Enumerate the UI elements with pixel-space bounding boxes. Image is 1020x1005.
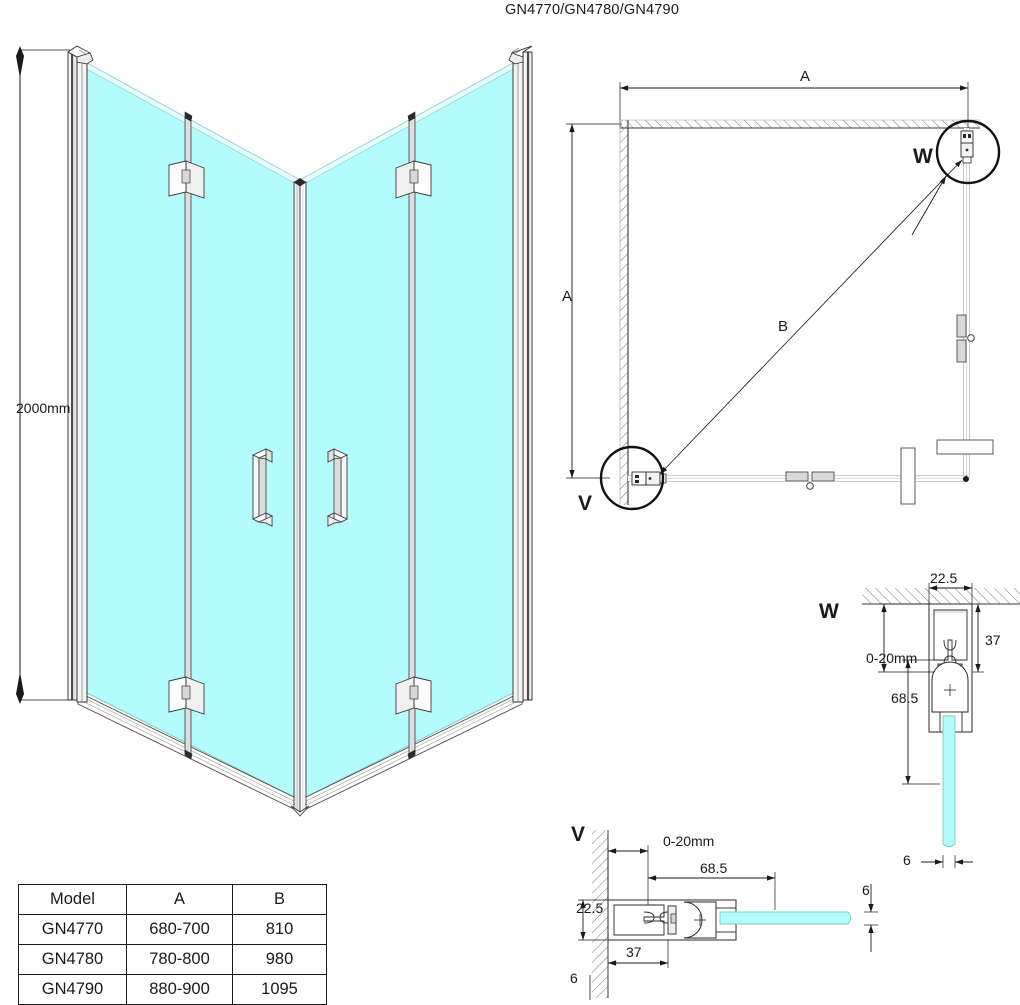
detail-w-dim-68-5-text: 68.5	[891, 690, 919, 706]
plan-hinge-right	[956, 314, 975, 363]
detail-v-dim-0-20mm	[607, 845, 649, 905]
hinge-right-top	[395, 160, 432, 199]
table-header-b: B	[232, 884, 327, 915]
detail-bubble-w-label: W	[913, 145, 933, 168]
detail-bubble-v-circle	[599, 445, 665, 511]
cell-a: 880-900	[126, 974, 233, 1005]
detail-w-dim-37	[972, 604, 984, 673]
detail-w-dim-37-text: 37	[985, 632, 1001, 648]
cell-b: 810	[232, 914, 327, 945]
detail-w-group	[862, 583, 1020, 868]
plan-wall-connector-top	[960, 130, 974, 164]
plan-wall-top	[620, 119, 980, 129]
detail-w-glass	[942, 715, 956, 847]
detail-v-dim-68-5	[648, 872, 776, 910]
model-dimension-table: Model A B GN4770 680-700 810 GN4780 780-…	[18, 884, 327, 1005]
iso-height-label: 2000mm	[16, 400, 71, 416]
table-row: GN4780 780-800 980	[18, 944, 327, 975]
detail-w-dim-6-text: 6	[903, 852, 911, 868]
door-stile-right	[408, 116, 416, 758]
door-handle-right[interactable]	[326, 448, 349, 527]
detail-v-dim-6-text: 6	[862, 882, 870, 898]
detail-w-dim-68-5	[902, 659, 940, 785]
corner-post-center	[290, 178, 310, 817]
plan-handle-bottom[interactable]	[900, 447, 916, 505]
detail-v-group	[578, 830, 878, 1000]
detail-w-label: W	[819, 600, 839, 623]
hinge-left-bottom	[168, 676, 205, 715]
door-stile-left	[184, 116, 192, 758]
plan-view-group	[566, 82, 1001, 511]
door-handle-left[interactable]	[251, 448, 274, 527]
detail-bubble-v-label: V	[578, 492, 593, 515]
detail-w-dim-22-5-text: 22.5	[930, 570, 958, 586]
cell-model: GN4780	[18, 944, 127, 975]
plan-dim-diagonal-b-label: B	[778, 318, 789, 335]
iso-height-dimension	[16, 46, 78, 704]
table-header-model: Model	[18, 884, 127, 915]
plan-handle-right[interactable]	[936, 439, 994, 455]
detail-w-dim-22-5	[928, 583, 973, 604]
plan-wall-left	[619, 120, 629, 505]
cell-a: 780-800	[126, 944, 233, 975]
plan-dim-width-a-label: A	[800, 68, 811, 85]
detail-v-glass	[719, 911, 851, 925]
detail-bubble-w-circle	[911, 119, 1001, 236]
detail-w-dim-6	[921, 855, 973, 868]
detail-v-dim-6-left-text: 6	[570, 970, 578, 986]
cell-model: GN4770	[18, 914, 127, 945]
detail-v-dim-68-5-text: 68.5	[700, 860, 728, 876]
hinge-right-bottom	[395, 676, 432, 715]
iso-enclosure-group	[16, 45, 533, 817]
detail-v-dim-37-text: 37	[626, 944, 642, 960]
table-row: GN4770 680-700 810	[18, 914, 327, 945]
plan-wall-connector-bottom	[631, 471, 667, 486]
plan-glass-right	[963, 128, 970, 478]
hinge-left-top	[168, 160, 205, 199]
table-header-row: Model A B	[18, 884, 327, 915]
detail-v-dim-6	[864, 884, 878, 952]
table-row: GN4790 880-900 1095	[18, 974, 327, 1005]
plan-dim-depth-a	[566, 123, 622, 479]
cell-a: 680-700	[126, 914, 233, 945]
plan-dim-depth-a-label: A	[562, 288, 573, 305]
cell-b: 1095	[232, 974, 327, 1005]
cell-b: 980	[232, 944, 327, 975]
detail-w-dim-0-20mm-text: 0-20mm	[866, 650, 918, 666]
detail-v-dim-22-5-text: 22.5	[576, 900, 604, 916]
plan-hinge-bottom	[785, 471, 835, 490]
plan-dim-diagonal-b	[659, 159, 963, 475]
detail-v-dim-37	[608, 940, 669, 968]
detail-v-label: V	[571, 823, 586, 846]
detail-v-dim-22-5	[578, 899, 612, 941]
plan-corner-joint	[963, 476, 969, 482]
cell-model: GN4790	[18, 974, 127, 1005]
table-header-a: A	[126, 884, 233, 915]
detail-v-dim-0-20mm-text: 0-20mm	[663, 833, 715, 849]
drawing-title: GN4770/GN4780/GN4790	[505, 2, 680, 18]
